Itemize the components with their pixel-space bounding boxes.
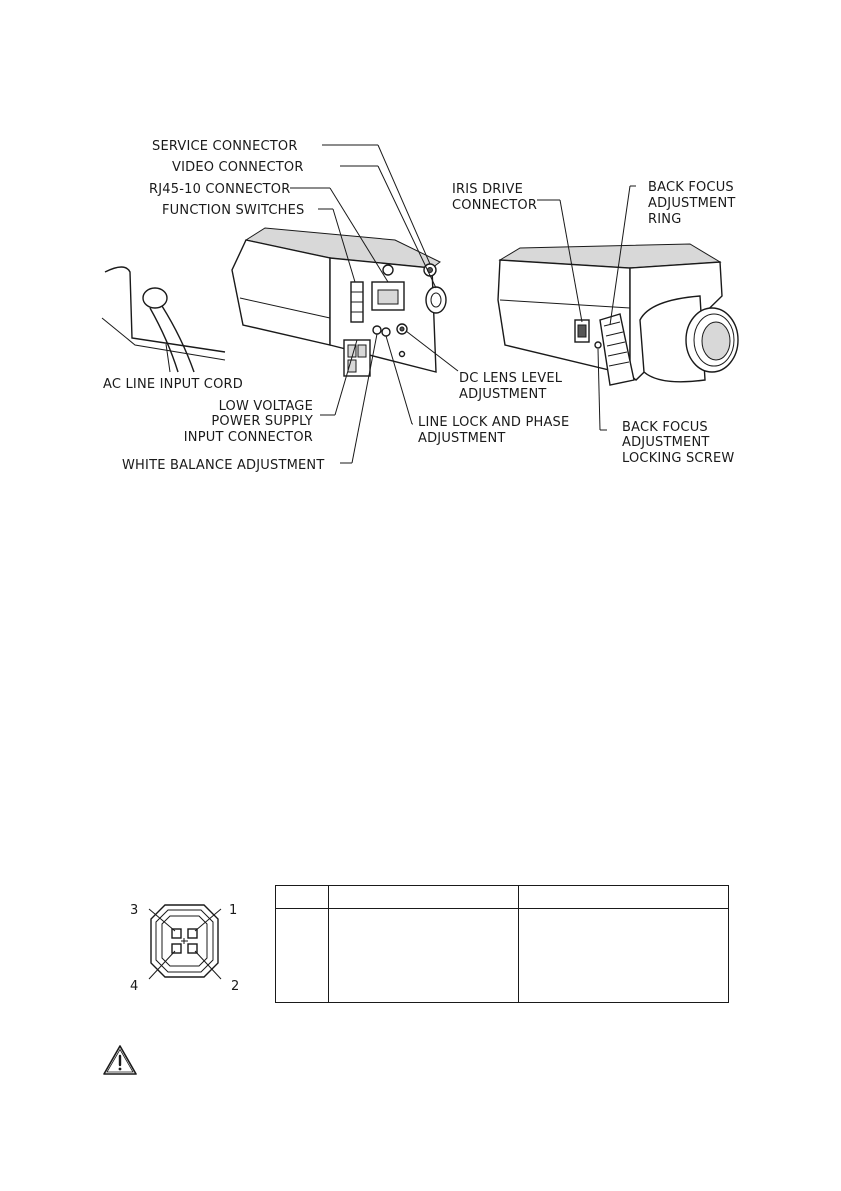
rj45-connector-label: RJ45-10 CONNECTOR bbox=[149, 182, 290, 197]
back-focus-screw-label-2: ADJUSTMENT bbox=[622, 435, 710, 450]
dc-lens-level-label-1: DC LENS LEVEL bbox=[459, 371, 563, 386]
table-header-cell bbox=[328, 885, 519, 909]
table-cell bbox=[275, 908, 329, 1003]
back-focus-ring-label-3: RING bbox=[648, 212, 681, 227]
table-header-cell bbox=[275, 885, 329, 909]
table-cell bbox=[518, 908, 729, 1003]
iris-drive-label-1: IRIS DRIVE bbox=[452, 182, 523, 197]
function-switches-label: FUNCTION SWITCHES bbox=[162, 203, 305, 218]
table-header-row bbox=[275, 885, 729, 909]
table-row bbox=[275, 908, 729, 1003]
warning-triangle-icon bbox=[103, 1045, 137, 1075]
low-voltage-label-3: INPUT CONNECTOR bbox=[184, 430, 313, 445]
rear-camera-illustration bbox=[231, 227, 447, 377]
video-connector-label: VIDEO CONNECTOR bbox=[172, 160, 304, 175]
back-focus-screw-label-3: LOCKING SCREW bbox=[622, 451, 734, 466]
front-camera-illustration bbox=[497, 243, 739, 386]
pin-label-2: 2 bbox=[231, 979, 239, 994]
ac-cord-illustration bbox=[101, 266, 226, 373]
power-connector-pinout-diagram: 3 1 4 2 bbox=[130, 903, 239, 994]
callout-leaders bbox=[165, 144, 636, 464]
line-lock-label-2: ADJUSTMENT bbox=[418, 431, 506, 446]
service-connector-label: SERVICE CONNECTOR bbox=[152, 139, 298, 154]
back-focus-screw-label-1: BACK FOCUS bbox=[622, 420, 708, 435]
low-voltage-label-2: POWER SUPPLY bbox=[211, 414, 313, 429]
line-lock-label-1: LINE LOCK AND PHASE bbox=[418, 415, 569, 430]
low-voltage-label-1: LOW VOLTAGE bbox=[219, 399, 313, 414]
table-header-cell bbox=[518, 885, 729, 909]
pin-label-4: 4 bbox=[130, 979, 138, 994]
table-cell bbox=[328, 908, 519, 1003]
ac-line-input-cord-label: AC LINE INPUT CORD bbox=[103, 377, 243, 392]
white-balance-label: WHITE BALANCE ADJUSTMENT bbox=[122, 458, 325, 473]
pin-label-1: 1 bbox=[229, 903, 237, 918]
pin-assignment-table bbox=[275, 885, 729, 1003]
pin-label-3: 3 bbox=[130, 903, 138, 918]
camera-diagram: SERVICE CONNECTOR VIDEO CONNECTOR RJ45-1… bbox=[101, 139, 739, 473]
back-focus-ring-label-2: ADJUSTMENT bbox=[648, 196, 736, 211]
dc-lens-level-label-2: ADJUSTMENT bbox=[459, 387, 547, 402]
back-focus-ring-label-1: BACK FOCUS bbox=[648, 180, 734, 195]
iris-drive-label-2: CONNECTOR bbox=[452, 198, 537, 213]
